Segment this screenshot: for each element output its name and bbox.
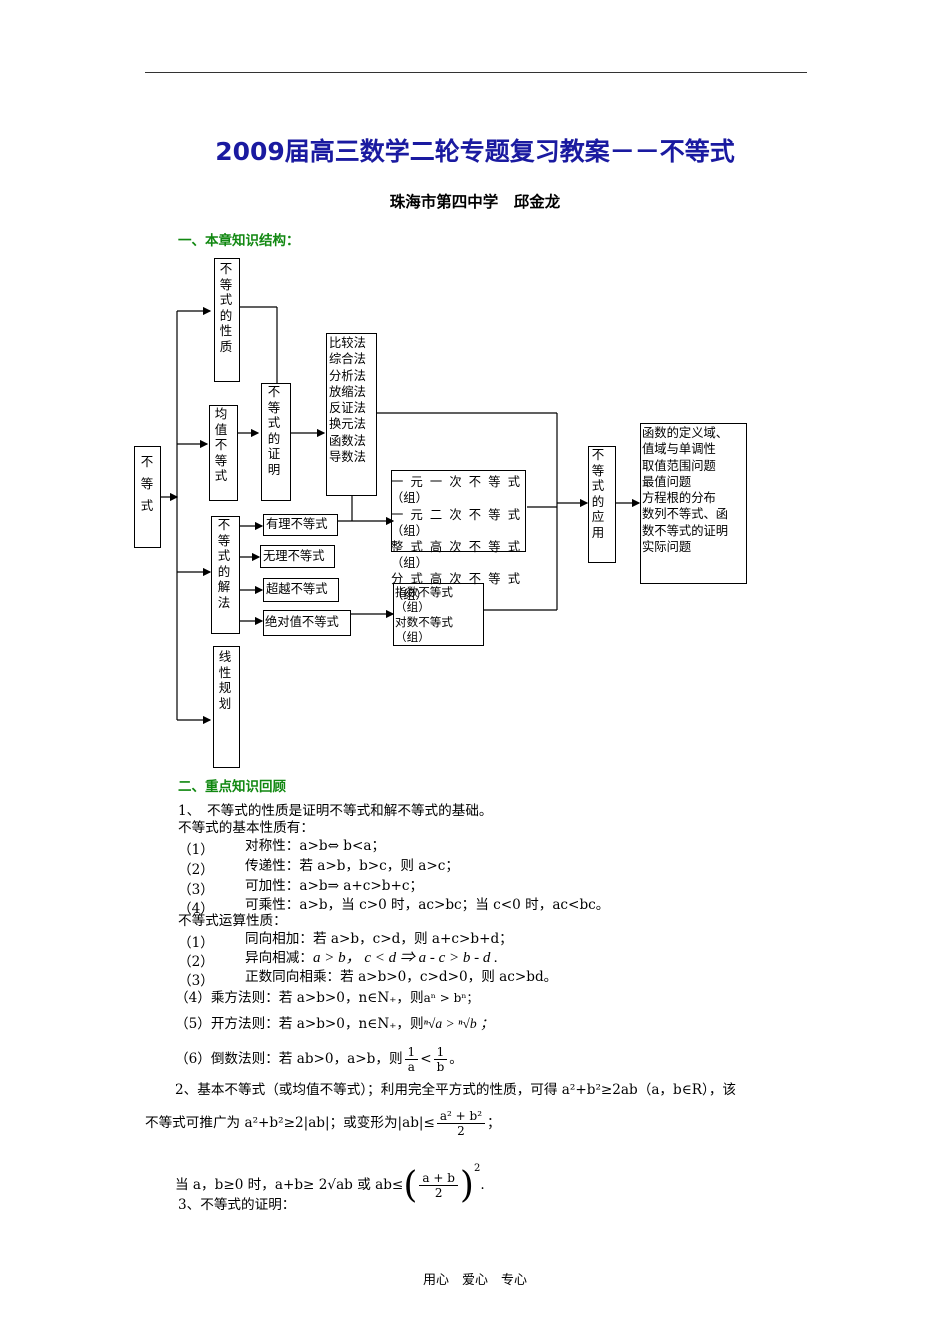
node-root: 不等式: [134, 446, 161, 548]
eq-line-3: 一元二次不等式: [391, 508, 520, 522]
node-absolute: 绝对值不等式: [263, 610, 351, 636]
node-application: 不等式的应用: [588, 446, 616, 563]
eq-line-8: （组）: [391, 588, 428, 602]
node-irrational: 无理不等式: [260, 545, 335, 568]
operation-item: 异向相减：a > b， c < d ⇒ a - c > b - d .: [245, 950, 498, 966]
section-heading-structure: 一、本章知识结构：: [178, 233, 300, 249]
section-heading-review: 二、重点知识回顾: [178, 779, 286, 795]
property-item: 对称性：a>b⇔ b<a；: [245, 838, 386, 854]
operation-item: （4）乘方法则：若 a>b>0，n∈N₊，则aⁿ > bⁿ；: [175, 990, 479, 1006]
text-line: 3、不等式的证明：: [178, 1197, 296, 1213]
property-item: 可乘性：a>b，当 c>0 时，ac>bc；当 c<0 时，ac<bc。: [245, 897, 610, 913]
operation-item: 正数同向相乘：若 a>b>0，c>d>0，则 ac>bd。: [245, 969, 558, 985]
item-number: （1）: [178, 842, 214, 858]
operation-item: （5）开方法则：若 a>b>0，n∈N₊，则ⁿ√a > ⁿ√b ；: [175, 1016, 494, 1032]
eq-line-2: （组）: [391, 491, 428, 505]
node-solving: 不等式的解法: [211, 516, 240, 634]
item-number: （3）: [178, 973, 214, 989]
property-item: 可加性：a>b⇒ a+c>b+c；: [245, 878, 424, 894]
item-number: （2）: [178, 954, 214, 970]
property-item: 传递性：若 a>b，b>c，则 a>c；: [245, 858, 459, 874]
node-proof-methods: 比较法 综合法 分析法 放缩法 反证法 换元法 函数法 导数法: [326, 333, 377, 496]
operation-item: 同向相加：若 a>b，c>d，则 a+c>b+d；: [245, 931, 513, 947]
item-number: （3）: [178, 882, 214, 898]
node-transcendental: 超越不等式: [263, 578, 339, 602]
item-number: （4）: [178, 901, 214, 917]
eq-line-4: （组）: [391, 524, 428, 538]
node-proof: 不等式的证明: [261, 383, 291, 501]
eq-line-5: 整式高次不等式: [391, 540, 520, 554]
eq-line-1: 一元一次不等式: [391, 475, 520, 489]
text-line: 1、 不等式的性质是证明不等式和解不等式的基础。: [178, 803, 493, 819]
text-line: 不等式运算性质：: [178, 913, 287, 929]
node-mean-inequality: 均值不等式: [209, 405, 238, 501]
text-line: 2、基本不等式（或均值不等式）；利用完全平方式的性质，可得 a²+b²≥2ab（…: [175, 1082, 737, 1098]
node-linear-programming: 线性规划: [213, 646, 240, 768]
page-title: 2009届高三数学二轮专题复习教案－－不等式: [215, 137, 735, 166]
page-footer: 用心 爱心 专心: [422, 1273, 527, 1288]
eq-line-6: （组）: [391, 556, 428, 570]
item-number: （2）: [178, 862, 214, 878]
node-transcendental-types: 指数不等式（组） 对数不等式（组） 三角不等式（组）: [393, 583, 484, 646]
header-rule: [145, 72, 807, 73]
node-application-list: 函数的定义域、 值域与单调性 取值范围问题 最值问题 方程根的分布 数列不等式、…: [640, 423, 747, 584]
node-rational: 有理不等式: [263, 514, 338, 536]
structure-connectors: [160, 306, 641, 725]
item-number: （1）: [178, 935, 214, 951]
node-polynomial-inequalities: [391, 470, 526, 552]
author-line: 珠海市第四中学 邱金龙: [389, 193, 561, 211]
node-properties: 不等式的性质: [214, 258, 240, 382]
eq-line-7: 分式高次不等式: [391, 572, 520, 586]
text-line: 不等式的基本性质有：: [178, 820, 314, 836]
